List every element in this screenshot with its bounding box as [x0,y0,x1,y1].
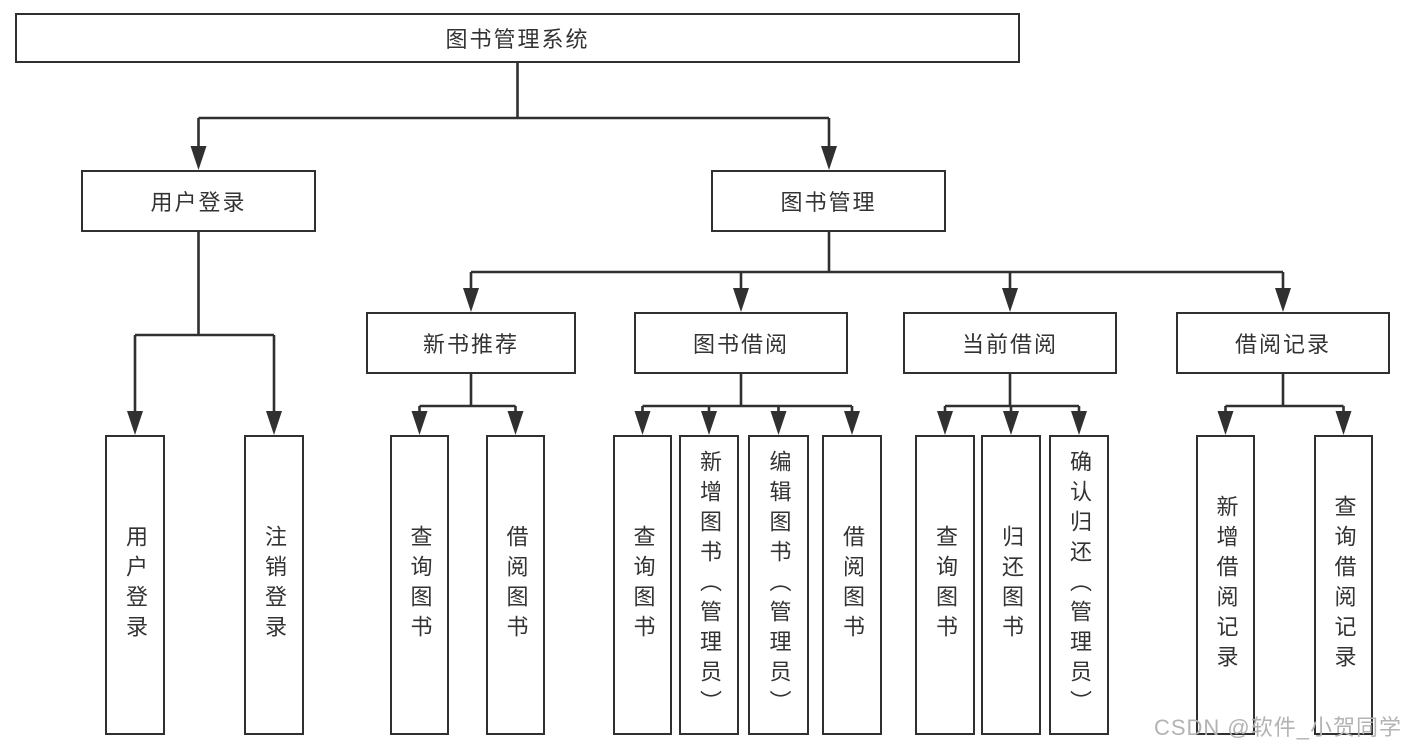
node-current-borrowing: 当前借阅 [903,312,1117,374]
node-library-system: 图书管理系统 [15,13,1020,63]
arrowhead-icon [634,411,651,435]
connector-book-borrowing-to-leaves [641,374,854,417]
node-confirm-return-admin: 确认归还（管理员） [1049,435,1109,735]
node-label: 查询图书 [933,525,958,645]
node-label: 新增图书（管理员） [697,450,722,720]
node-query-books: 查询图书 [390,435,449,735]
node-label: 借阅图书 [840,525,865,645]
node-label: 图书管理系统 [445,27,590,52]
arrowhead-icon [463,288,479,312]
node-book-management: 图书管理 [711,170,946,232]
node-label: 用户登录 [123,525,148,645]
node-label: 图书借阅 [692,332,789,357]
arrowhead-icon [1335,411,1352,435]
node-borrow-records: 借阅记录 [1176,312,1390,374]
node-add-book-admin: 新增图书（管理员） [679,435,739,735]
arrowhead-icon [266,411,282,435]
node-query-books: 查询图书 [915,435,975,735]
arrowhead-icon [411,411,428,435]
arrowhead-icon [507,411,524,435]
node-label: 当前借阅 [961,332,1058,357]
node-add-borrow-record: 新增借阅记录 [1196,435,1255,735]
node-label: 借阅记录 [1234,332,1331,357]
node-label: 编辑图书（管理员） [766,450,792,720]
node-label: 查询图书 [407,525,433,645]
node-query-borrow-record: 查询借阅记录 [1314,435,1373,735]
connector-current-borrowing-to-leaves [943,374,1081,417]
node-return-book: 归还图书 [981,435,1041,735]
node-new-book-recommend: 新书推荐 [366,312,576,374]
node-label: 新书推荐 [422,332,519,357]
node-label: 查询图书 [630,525,656,645]
arrowhead-icon [1002,288,1018,312]
node-label: 查询借阅记录 [1331,495,1357,675]
arrowhead-icon [844,411,860,435]
arrowhead-icon [937,411,953,435]
connector-new-book-recommend-to-leaves [418,374,517,417]
node-borrow-books: 借阅图书 [822,435,882,735]
arrowhead-icon [1275,288,1291,312]
connector-book-management-to-level3 [469,232,1285,294]
connector-root-to-level2 [197,63,831,152]
node-edit-book-admin: 编辑图书（管理员） [748,435,809,735]
node-user-login: 用户登录 [81,170,316,232]
node-label: 用户登录 [150,190,247,215]
arrowhead-icon [1217,411,1234,435]
node-query-books: 查询图书 [613,435,672,735]
node-login: 用户登录 [105,435,165,735]
connector-user-login-to-leaves [133,232,276,417]
node-borrow-books: 借阅图书 [486,435,545,735]
node-label: 借阅图书 [503,525,529,645]
arrowhead-icon [733,288,749,312]
arrowhead-icon [770,411,787,435]
arrowhead-icon [701,411,717,435]
node-book-borrowing: 图书借阅 [634,312,848,374]
arrowhead-icon [1003,411,1019,435]
node-label: 确认归还（管理员） [1067,450,1092,720]
node-logout: 注销登录 [244,435,304,735]
node-label: 注销登录 [262,525,287,645]
connector-borrow-records-to-leaves [1224,374,1345,417]
node-label: 新增借阅记录 [1213,495,1239,675]
arrowhead-icon [821,146,837,170]
csdn-watermark: CSDN @软件_小贺同学 [1153,715,1402,740]
arrowhead-icon [127,411,143,435]
node-label: 归还图书 [999,525,1024,645]
arrowhead-icon [1071,411,1087,435]
node-label: 图书管理 [780,190,877,215]
arrowhead-icon [190,146,207,170]
